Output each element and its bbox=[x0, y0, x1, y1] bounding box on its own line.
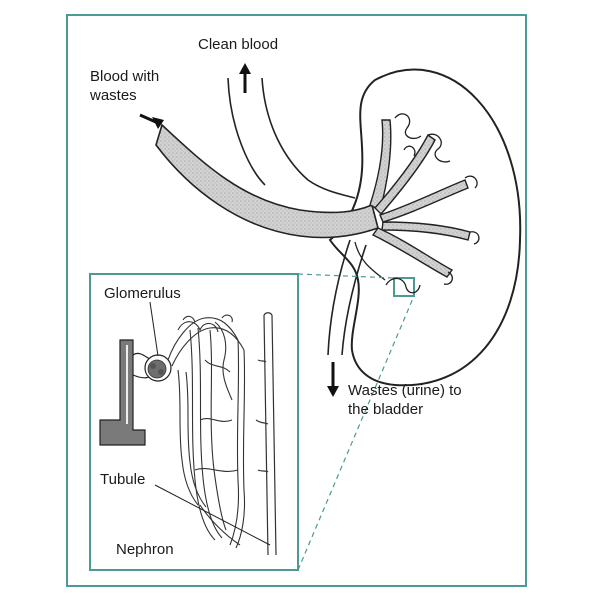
glomerulus-leader bbox=[149, 301, 159, 357]
label-glomerulus: Glomerulus bbox=[104, 285, 181, 302]
ureter-right-wall bbox=[341, 244, 367, 356]
label-clean-blood: Clean blood bbox=[198, 36, 279, 53]
ureter-left-wall bbox=[327, 239, 351, 356]
label-nephron: Nephron bbox=[116, 541, 174, 558]
arrow-wastes-urine bbox=[327, 362, 339, 397]
zoom-line-bottom bbox=[297, 295, 415, 571]
vein-right-wall bbox=[261, 77, 356, 199]
label-tubule: Tubule bbox=[100, 471, 146, 488]
tubule-leader bbox=[154, 484, 271, 546]
nephron-highlight-box bbox=[393, 277, 415, 297]
zoom-line-top bbox=[297, 273, 395, 279]
calyx-curls bbox=[394, 113, 480, 285]
label-wastes-urine: Wastes (urine) to the bladder bbox=[348, 382, 462, 418]
collecting-duct bbox=[255, 312, 277, 556]
renal-artery bbox=[155, 123, 379, 239]
glomerulus bbox=[144, 354, 172, 382]
vein-left-wall bbox=[227, 77, 266, 186]
arrow-clean-blood bbox=[239, 63, 251, 93]
outer-frame bbox=[66, 14, 527, 587]
kidney-branches bbox=[369, 119, 471, 278]
arrow-blood-with-wastes bbox=[139, 113, 164, 129]
nephron-spot bbox=[385, 277, 421, 294]
label-blood-with-wastes: Blood with wastes bbox=[90, 68, 160, 104]
